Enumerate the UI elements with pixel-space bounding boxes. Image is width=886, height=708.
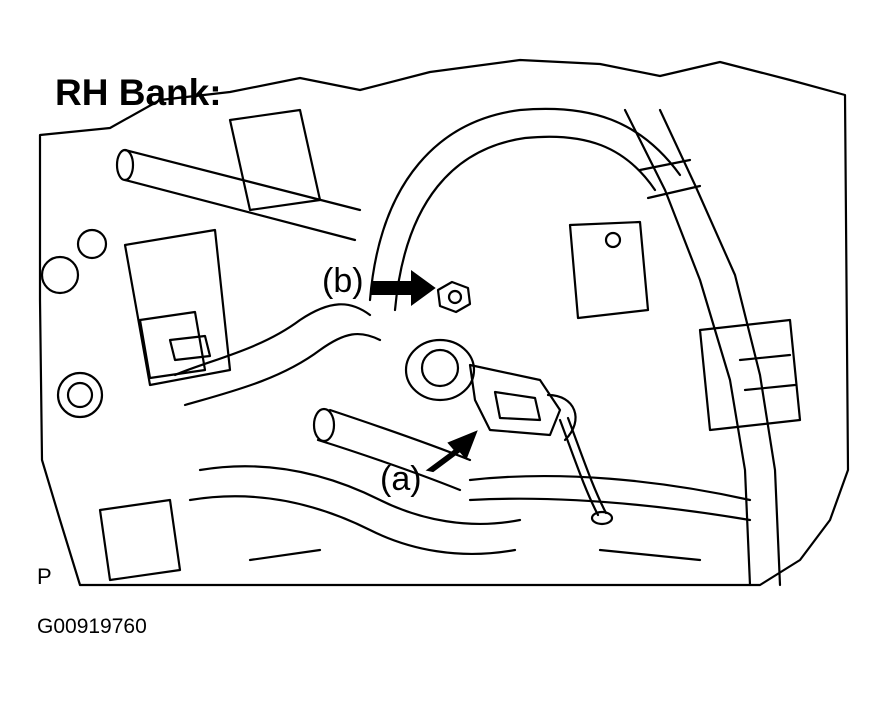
pigtail-wire: [558, 418, 600, 517]
engine-outline: [38, 58, 850, 587]
right-hose: [623, 108, 752, 587]
bolt-b: [436, 280, 472, 314]
sensor-connector: [468, 363, 562, 437]
arrow-a: [425, 430, 478, 473]
fuel-rail: [123, 148, 362, 242]
figure-code: G00919760: [37, 615, 147, 638]
lower-left-hose: [173, 303, 372, 377]
arrow-b: [371, 270, 436, 306]
sensor-flange: [404, 338, 476, 402]
left-bracket: [123, 228, 232, 387]
corner-mark: P: [37, 564, 52, 589]
callout-b-label: (b): [322, 262, 364, 300]
page-title: RH Bank:: [55, 72, 222, 113]
callout-a-label: (a): [380, 460, 422, 498]
